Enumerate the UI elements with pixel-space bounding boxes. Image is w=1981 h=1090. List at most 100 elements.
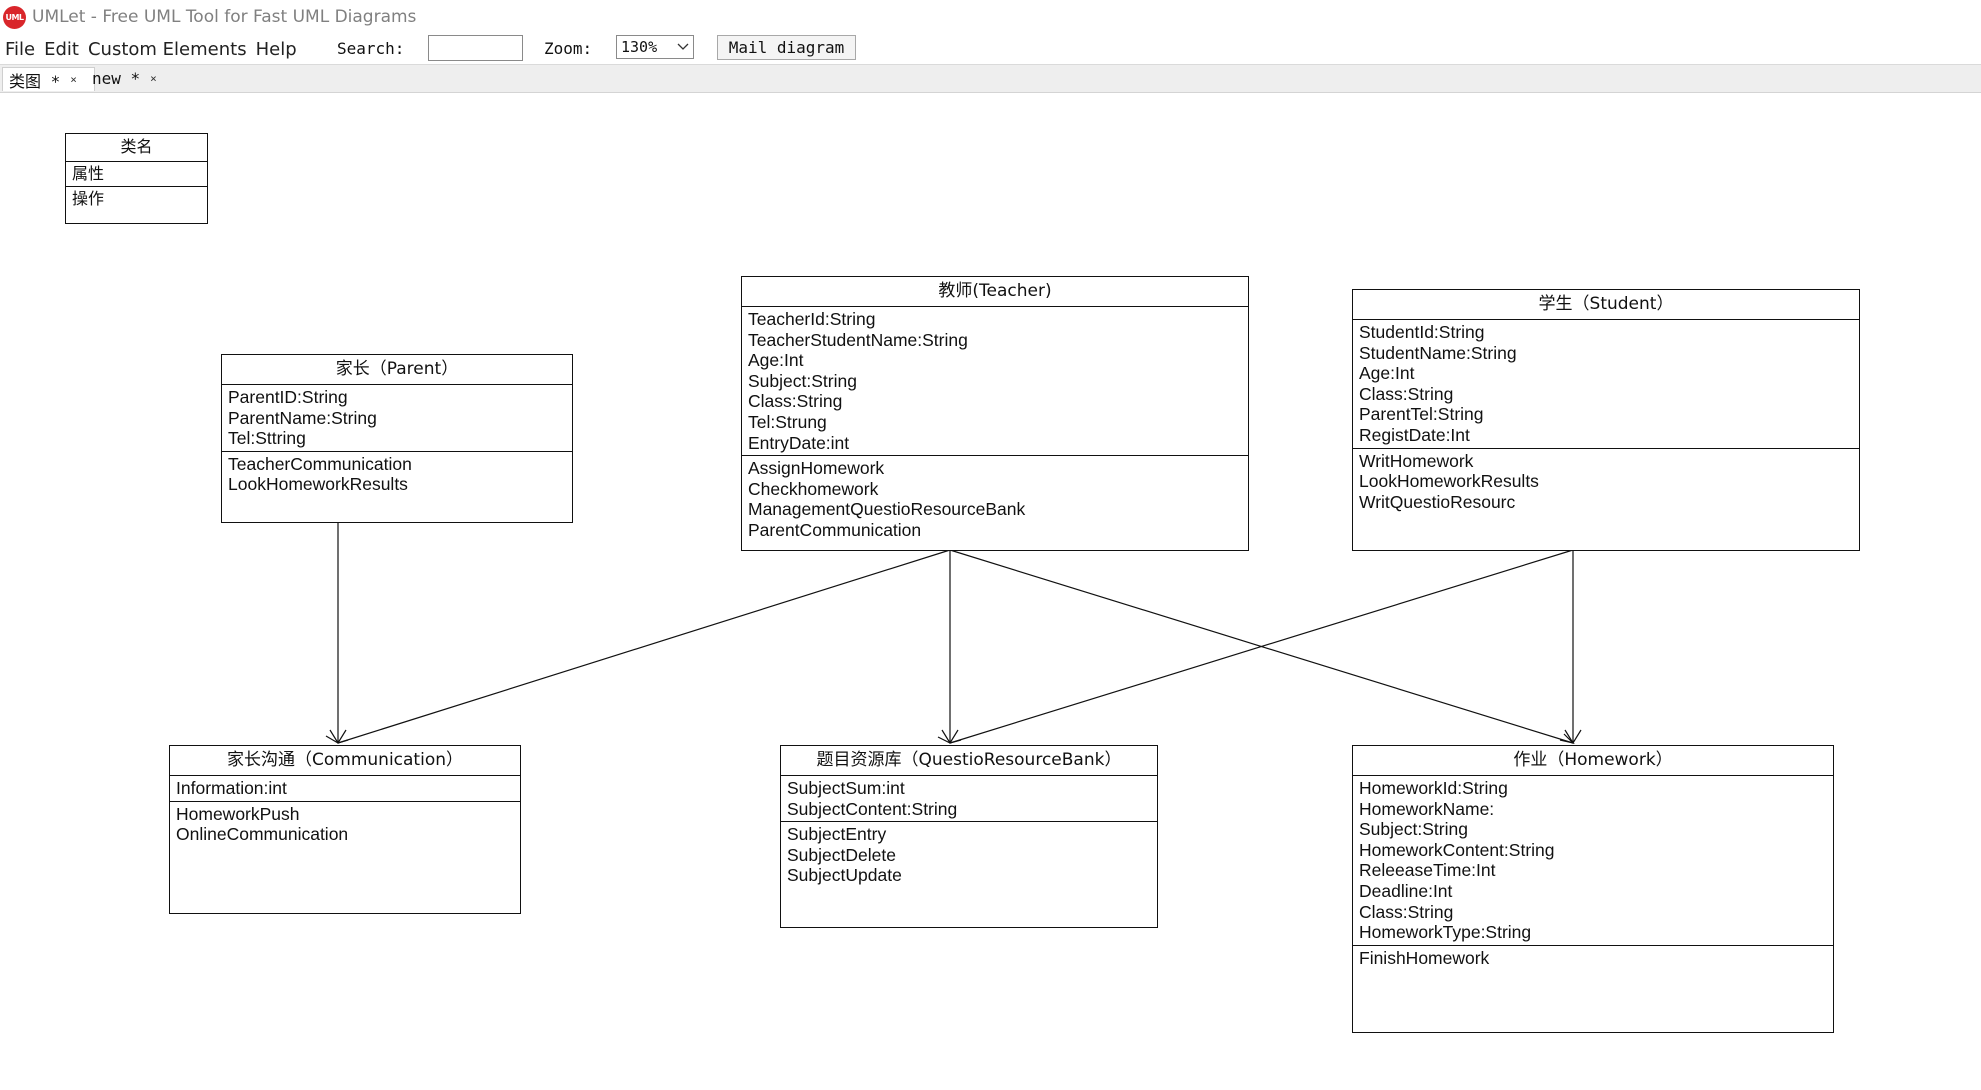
attribute-line: ReleeaseTime:Int [1359, 860, 1496, 881]
attribute-line: ParentID:String [228, 387, 348, 407]
class-name: 家长（Parent） [222, 355, 572, 385]
attribute-line: RegistDate:Int [1359, 424, 1470, 445]
operation-line: ManagementQuestioResourceBank [748, 499, 1026, 520]
class-name: 题目资源库（QuestioResourceBank） [781, 746, 1157, 776]
operation-line: TeacherCommunication [228, 453, 412, 474]
link-teacher-communication[interactable] [337, 549, 951, 744]
menu-custom-elements[interactable]: Custom Elements [87, 38, 247, 60]
operation-line: OnlineCommunication [176, 824, 349, 845]
attribute-line: Deadline:Int [1359, 880, 1453, 901]
operation-line: Checkhomework [748, 478, 879, 499]
attribute-line: HomeworkId:String [1359, 778, 1508, 798]
attribute-line: HomeworkType:String [1359, 922, 1532, 943]
operation-line: FinishHomework [1359, 947, 1490, 968]
attribute-line: TeacherStudentName:String [748, 329, 968, 350]
operation-line: WritHomework [1359, 450, 1474, 471]
menu-edit[interactable]: Edit [44, 38, 79, 60]
class-attributes: HomeworkId:String HomeworkName: Subject:… [1353, 776, 1833, 946]
operation-line: SubjectEntry [787, 824, 887, 845]
window-title: UMLet - Free UML Tool for Fast UML Diagr… [32, 7, 417, 27]
association-links [325, 522, 1582, 745]
search-input[interactable] [428, 35, 523, 61]
class-attributes: TeacherId:String TeacherStudentName:Stri… [742, 307, 1248, 457]
class-name: 类名 [66, 134, 207, 162]
zoom-select[interactable]: 130% [616, 35, 694, 59]
diagram-canvas[interactable]: 类名 属性 操作 家长（Parent） ParentID:String Pare… [0, 93, 1981, 1090]
uml-class-student[interactable]: 学生（Student） StudentId:String StudentName… [1352, 289, 1860, 551]
attribute-line: Subject:String [748, 370, 857, 391]
operation-line: SubjectUpdate [787, 865, 902, 886]
attribute-line: ParentName:String [228, 407, 377, 428]
class-attributes: SubjectSum:int SubjectContent:String [781, 776, 1157, 823]
class-attributes: 属性 [66, 162, 207, 187]
operation-line: LookHomeworkResults [228, 474, 408, 495]
operation-line: LookHomeworkResults [1359, 471, 1539, 492]
uml-class-template[interactable]: 类名 属性 操作 [65, 133, 208, 224]
search-label: Search: [337, 39, 405, 58]
operation-line: HomeworkPush [176, 803, 300, 824]
attribute-line: Subject:String [1359, 819, 1468, 840]
class-attributes: Information:int [170, 776, 520, 802]
close-icon[interactable]: × [150, 72, 157, 85]
zoom-label: Zoom: [544, 39, 593, 58]
chevron-down-icon [677, 43, 689, 50]
class-operations: HomeworkPush OnlineCommunication [170, 802, 520, 913]
menu-help[interactable]: Help [255, 38, 297, 60]
operation-line: WritQuestioResourc [1359, 491, 1516, 512]
attribute-line: Information:int [176, 778, 287, 798]
attribute-line: Class:String [1359, 901, 1454, 922]
uml-class-communication[interactable]: 家长沟通（Communication） Information:int Home… [169, 745, 521, 914]
attribute-line: Age:Int [1359, 363, 1415, 384]
tab-new[interactable]: new * × [92, 67, 164, 90]
tab-label: 类图 * [9, 71, 61, 91]
attribute-line: TeacherId:String [748, 309, 876, 329]
tab-class-diagram[interactable]: 类图 * × [2, 67, 95, 91]
class-name: 学生（Student） [1353, 290, 1859, 320]
attribute-line: SubjectSum:int [787, 778, 905, 798]
uml-class-parent[interactable]: 家长（Parent） ParentID:String ParentName:St… [221, 354, 573, 523]
mail-diagram-button[interactable]: Mail diagram [717, 35, 856, 60]
logo-text: UML [5, 12, 24, 22]
diagram-tab-bar: 类图 * × new * × [0, 65, 1981, 93]
umlet-logo-icon: UML [3, 5, 26, 29]
menu-bar: File Edit Custom Elements Help Search: Z… [0, 34, 1981, 65]
arrowhead-icon [325, 735, 349, 744]
attribute-line: Tel:Strung [748, 411, 827, 432]
attribute-line: StudentId:String [1359, 322, 1485, 342]
arrowhead-icon [937, 736, 962, 744]
attribute-line: Class:String [748, 391, 843, 412]
attribute-line: ParentTel:String [1359, 404, 1484, 425]
class-operations: SubjectEntry SubjectDelete SubjectUpdate [781, 822, 1157, 927]
menu-file[interactable]: File [5, 38, 36, 60]
uml-class-homework[interactable]: 作业（Homework） HomeworkId:String HomeworkN… [1352, 745, 1834, 1033]
link-student-resource-bank[interactable] [949, 549, 1574, 744]
attribute-line: Age:Int [748, 350, 804, 371]
attribute-line: 属性 [72, 164, 105, 183]
class-attributes: StudentId:String StudentName:String Age:… [1353, 320, 1859, 449]
operation-line: SubjectDelete [787, 844, 896, 865]
attribute-line: StudentName:String [1359, 342, 1517, 363]
class-operations: WritHomework LookHomeworkResults WritQue… [1353, 449, 1859, 550]
class-name: 教师(Teacher) [742, 277, 1248, 307]
operation-line: AssignHomework [748, 458, 885, 479]
class-name: 家长沟通（Communication） [170, 746, 520, 776]
tab-label: new * [92, 69, 141, 88]
zoom-value: 130% [621, 38, 658, 56]
uml-class-resource-bank[interactable]: 题目资源库（QuestioResourceBank） SubjectSum:in… [780, 745, 1158, 928]
attribute-line: HomeworkName: [1359, 798, 1495, 819]
attribute-line: SubjectContent:String [787, 798, 958, 819]
class-name: 作业（Homework） [1353, 746, 1833, 776]
attribute-line: Tel:Sttring [228, 428, 306, 449]
operation-line: 操作 [72, 189, 105, 208]
attribute-line: HomeworkContent:String [1359, 839, 1555, 860]
attribute-line: EntryDate:int [748, 432, 850, 453]
title-bar: UML UMLet - Free UML Tool for Fast UML D… [0, 0, 1981, 34]
close-icon[interactable]: × [70, 73, 77, 86]
class-operations: FinishHomework [1353, 946, 1833, 1032]
operation-line: ParentCommunication [748, 519, 922, 540]
class-operations: TeacherCommunication LookHomeworkResults [222, 452, 572, 522]
attribute-line: Class:String [1359, 383, 1454, 404]
uml-class-teacher[interactable]: 教师(Teacher) TeacherId:String TeacherStud… [741, 276, 1249, 551]
class-operations: 操作 [66, 187, 207, 223]
